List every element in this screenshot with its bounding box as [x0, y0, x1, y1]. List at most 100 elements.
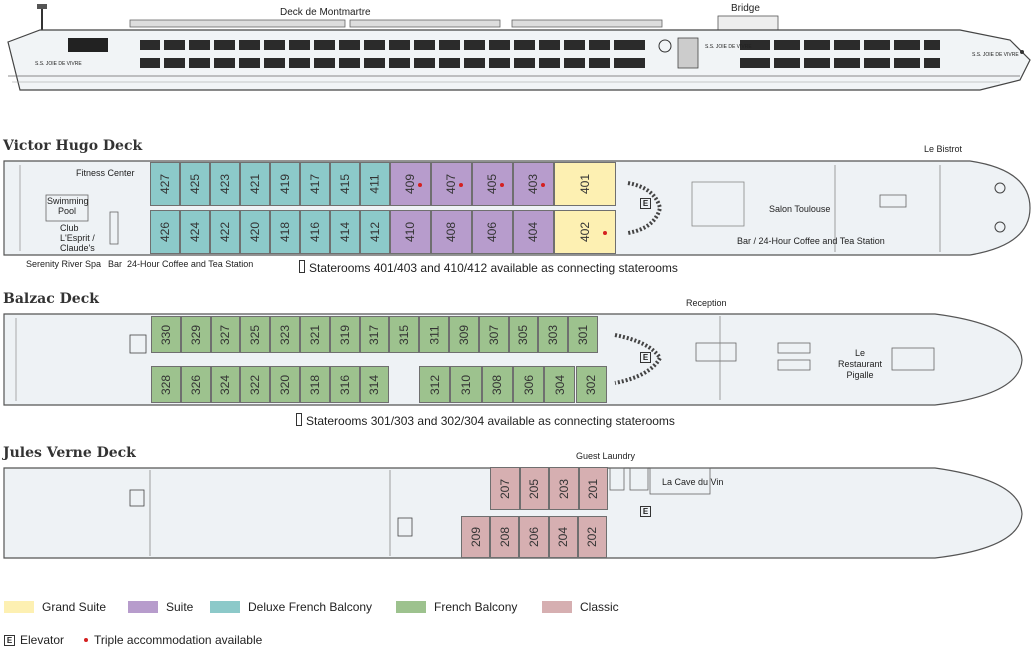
stateroom-408[interactable]: 408: [431, 210, 472, 254]
stateroom-315[interactable]: 315: [389, 316, 420, 353]
hull-name-bow: S.S. JOIE DE VIVRE: [972, 52, 1019, 58]
ship-profile: [7, 4, 1031, 91]
stateroom-418[interactable]: 418: [270, 210, 300, 254]
stateroom-425[interactable]: 425: [180, 162, 210, 206]
stateroom-416[interactable]: 416: [300, 210, 330, 254]
stateroom-307[interactable]: 307: [478, 316, 509, 353]
legend-french-balcony: French Balcony: [396, 600, 517, 614]
stateroom-206[interactable]: 206: [519, 516, 549, 558]
triple-dot-icon: [603, 231, 607, 235]
legend-grand-suite: Grand Suite: [4, 600, 106, 614]
stateroom-402[interactable]: 402: [554, 210, 616, 254]
deck-title-jules-verne: Jules Verne Deck: [3, 445, 136, 461]
label-le-restaurant-pigalle: Le Restaurant Pigalle: [837, 348, 883, 380]
stateroom-417[interactable]: 417: [300, 162, 330, 206]
stateroom-311[interactable]: 311: [419, 316, 449, 353]
stateroom-316[interactable]: 316: [329, 366, 360, 403]
legend-swatch: [396, 601, 426, 613]
stateroom-422[interactable]: 422: [210, 210, 240, 254]
stateroom-328[interactable]: 328: [151, 366, 181, 403]
elevator-icon: E: [4, 634, 15, 646]
stateroom-406[interactable]: 406: [472, 210, 513, 254]
stateroom-403[interactable]: 403: [513, 162, 554, 206]
deck-title-victor-hugo: Victor Hugo Deck: [3, 138, 143, 154]
stateroom-209[interactable]: 209: [461, 516, 491, 558]
legend-swatch: [210, 601, 240, 613]
stateroom-201[interactable]: 201: [578, 467, 608, 510]
stateroom-310[interactable]: 310: [450, 366, 482, 403]
stateroom-301[interactable]: 301: [568, 316, 598, 353]
stateroom-326[interactable]: 326: [180, 366, 211, 403]
label-reception: Reception: [686, 298, 727, 308]
stateroom-407[interactable]: 407: [431, 162, 472, 206]
hull-name-stern: S.S. JOIE DE VIVRE: [35, 61, 82, 67]
legend-swatch: [542, 601, 572, 613]
label-fitness-center: Fitness Center: [76, 168, 135, 178]
stateroom-number: 203: [556, 478, 571, 499]
stateroom-325[interactable]: 325: [240, 316, 271, 353]
label-bridge: Bridge: [731, 3, 760, 14]
stateroom-424[interactable]: 424: [180, 210, 210, 254]
stateroom-number: 201: [586, 478, 601, 499]
label-le-bistrot: Le Bistrot: [924, 144, 963, 154]
stateroom-412[interactable]: 412: [360, 210, 390, 254]
stateroom-number: 208: [497, 526, 512, 548]
label-guest-laundry: Guest Laundry: [576, 451, 636, 461]
triple-dot-icon: [459, 183, 463, 187]
stateroom-number: 205: [527, 478, 542, 499]
stateroom-415[interactable]: 415: [330, 162, 360, 206]
stateroom-322[interactable]: 322: [240, 366, 271, 403]
stateroom-204[interactable]: 204: [548, 516, 578, 558]
stateroom-410[interactable]: 410: [390, 210, 431, 254]
stateroom-404[interactable]: 404: [513, 210, 554, 254]
stateroom-203[interactable]: 203: [549, 467, 579, 510]
stateroom-329[interactable]: 329: [180, 316, 211, 353]
stateroom-202[interactable]: 202: [577, 516, 607, 558]
stateroom-208[interactable]: 208: [490, 516, 520, 558]
triple-dot-icon: [418, 183, 422, 187]
label-bar: Bar: [108, 259, 123, 269]
stateroom-420[interactable]: 420: [240, 210, 270, 254]
stateroom-320[interactable]: 320: [270, 366, 300, 403]
stateroom-319[interactable]: 319: [329, 316, 360, 353]
triple-dot-icon: [500, 183, 504, 187]
stateroom-302[interactable]: 302: [575, 366, 607, 403]
stateroom-317[interactable]: 317: [359, 316, 390, 353]
label-coffee-station: 24-Hour Coffee and Tea Station: [127, 259, 254, 269]
stateroom-303[interactable]: 303: [538, 316, 569, 353]
stateroom-205[interactable]: 205: [519, 467, 549, 510]
stateroom-405[interactable]: 405: [472, 162, 513, 206]
stateroom-427[interactable]: 427: [150, 162, 180, 206]
stateroom-423[interactable]: 423: [210, 162, 240, 206]
stateroom-401[interactable]: 401: [554, 162, 616, 206]
stateroom-207[interactable]: 207: [490, 467, 520, 510]
stateroom-414[interactable]: 414: [330, 210, 360, 254]
stateroom-number: 204: [556, 526, 571, 548]
stateroom-308[interactable]: 308: [481, 366, 513, 403]
stateroom-324[interactable]: 324: [210, 366, 241, 403]
legend-label: Deluxe French Balcony: [248, 600, 373, 614]
note-connecting-400: Staterooms 401/403 and 410/412 available…: [299, 260, 678, 275]
note-connecting-300: Staterooms 301/303 and 302/304 available…: [296, 413, 675, 428]
stateroom-312[interactable]: 312: [419, 366, 451, 403]
stateroom-327[interactable]: 327: [210, 316, 241, 353]
stateroom-330[interactable]: 330: [151, 316, 181, 353]
stateroom-318[interactable]: 318: [300, 366, 330, 403]
stateroom-411[interactable]: 411: [360, 162, 390, 206]
stateroom-304[interactable]: 304: [544, 366, 576, 403]
legend-classic: Classic: [542, 600, 619, 614]
stateroom-306[interactable]: 306: [512, 366, 545, 403]
stateroom-419[interactable]: 419: [270, 162, 300, 206]
legend-label: Elevator: [20, 633, 65, 647]
stateroom-number: 207: [497, 478, 512, 499]
stateroom-323[interactable]: 323: [270, 316, 300, 353]
stateroom-426[interactable]: 426: [150, 210, 180, 254]
stateroom-number: 202: [585, 526, 600, 548]
stateroom-314[interactable]: 314: [359, 366, 390, 403]
stateroom-321[interactable]: 321: [300, 316, 330, 353]
stateroom-421[interactable]: 421: [240, 162, 270, 206]
stateroom-305[interactable]: 305: [508, 316, 539, 353]
stateroom-409[interactable]: 409: [390, 162, 431, 206]
stateroom-309[interactable]: 309: [449, 316, 479, 353]
